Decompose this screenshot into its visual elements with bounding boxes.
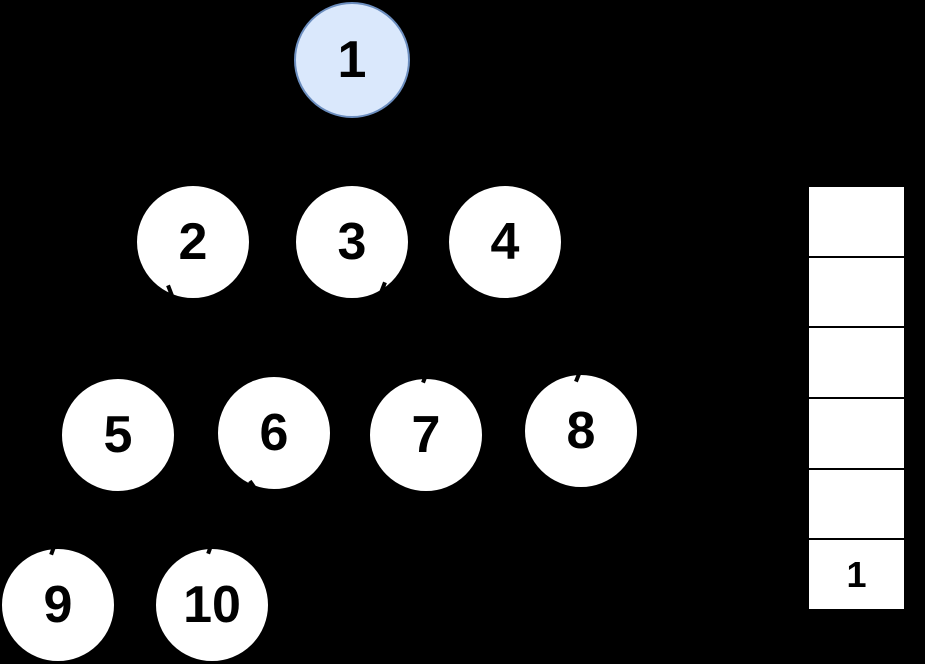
stack-panel: 1 — [808, 186, 905, 610]
tree-node-9[interactable]: 9 — [0, 547, 116, 663]
tree-node-1-label: 1 — [337, 31, 367, 89]
tree-node-6[interactable]: 6 — [216, 375, 332, 491]
stack-cell-1 — [809, 255, 904, 327]
tree-node-6-label: 6 — [259, 404, 289, 462]
tree-node-3[interactable]: 3 — [294, 184, 410, 300]
stack-cell-2 — [809, 326, 904, 398]
tree-node-1[interactable]: 1 — [294, 2, 410, 118]
tree-node-2[interactable]: 2 — [135, 184, 251, 300]
stack-cell-3 — [809, 397, 904, 468]
tree-node-10-label: 10 — [183, 576, 241, 634]
tree-node-7-label: 7 — [411, 406, 441, 464]
stack-cell-0 — [809, 187, 904, 256]
tree-node-3-label: 3 — [337, 213, 367, 271]
tree-node-4[interactable]: 4 — [447, 184, 563, 300]
tree-node-7[interactable]: 7 — [368, 377, 484, 493]
tree-node-5[interactable]: 5 — [60, 377, 176, 493]
tree-node-10[interactable]: 10 — [154, 547, 270, 663]
tree-node-8[interactable]: 8 — [523, 373, 639, 489]
stack-cell-value: 1 — [846, 553, 867, 595]
stack-cell-5: 1 — [809, 538, 904, 610]
stack-cell-4 — [809, 467, 904, 539]
tree-node-8-label: 8 — [566, 402, 596, 460]
tree-node-9-label: 9 — [43, 576, 73, 634]
tree-node-5-label: 5 — [103, 406, 133, 464]
tree-node-4-label: 4 — [490, 213, 520, 271]
tree-node-2-label: 2 — [178, 213, 208, 271]
